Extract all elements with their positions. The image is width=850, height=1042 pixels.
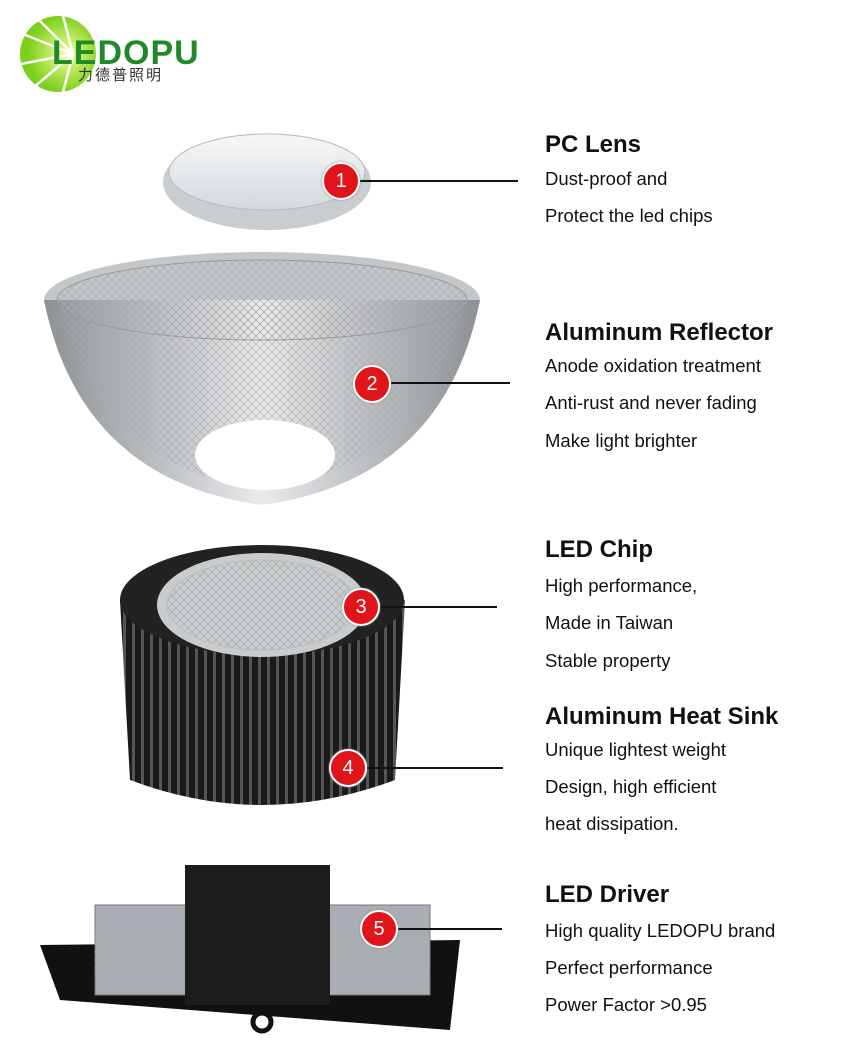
heat-sink-line: heat dissipation. — [545, 813, 679, 834]
logo-brand-text: LEDOPU — [52, 34, 200, 72]
pc-lens-image — [163, 133, 371, 230]
led-chip-line: High performance, — [545, 575, 698, 596]
reflector-line: Anode oxidation treatment — [545, 355, 761, 376]
pc-lens-title: PC Lens — [545, 131, 642, 158]
product-exploded-view — [40, 133, 480, 1034]
callout-badge-5: 5 — [360, 910, 398, 948]
led-driver-line: Power Factor >0.95 — [545, 994, 707, 1015]
reflector-line: Make light brighter — [545, 430, 698, 451]
led-driver-line: High quality LEDOPU brand — [545, 920, 776, 941]
callout-badge-4: 4 — [329, 749, 367, 787]
callout-badge-3: 3 — [342, 588, 380, 626]
callout-line-3 — [360, 606, 497, 608]
heat-sink-title: Aluminum Heat Sink — [545, 703, 779, 730]
led-driver-image — [40, 865, 460, 1034]
led-chip-line: Stable property — [545, 650, 671, 671]
reflector-title: Aluminum Reflector — [545, 319, 774, 346]
led-chip-title: LED Chip — [545, 536, 653, 563]
heat-sink-line: Unique lightest weight — [545, 739, 726, 760]
logo-sun-icon — [20, 15, 96, 93]
logo-chinese-text: 力德普照明 — [78, 67, 164, 84]
led-driver-line: Perfect performance — [545, 957, 713, 978]
pc-lens-line: Protect the led chips — [545, 205, 713, 226]
led-chip-line: Made in Taiwan — [545, 612, 674, 633]
pc-lens-line: Dust-proof and — [545, 168, 668, 189]
heat-sink-line: Design, high efficient — [545, 776, 717, 797]
callout-badge-2: 2 — [353, 365, 391, 403]
led-driver-title: LED Driver — [545, 881, 670, 908]
reflector-line: Anti-rust and never fading — [545, 392, 757, 413]
callout-badge-1: 1 — [322, 162, 360, 200]
reflector-image — [44, 252, 480, 505]
callout-line-4 — [347, 767, 503, 769]
callout-line-5 — [378, 928, 502, 930]
callout-line-2 — [371, 382, 510, 384]
callout-line-1 — [340, 180, 518, 182]
